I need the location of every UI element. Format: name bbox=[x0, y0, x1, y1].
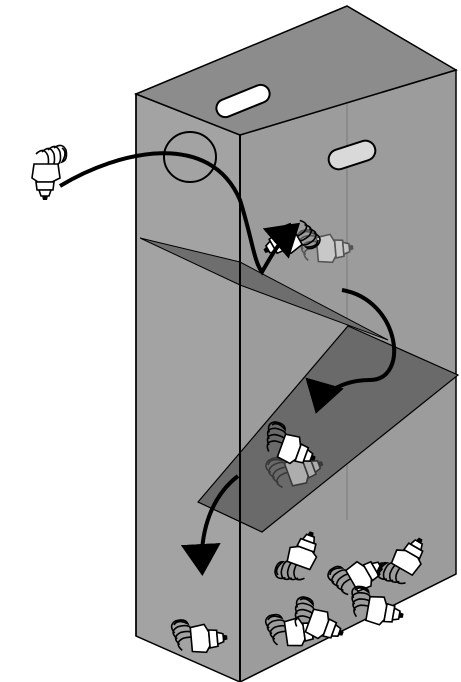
bulb-to-insert bbox=[32, 145, 67, 200]
cfl-bulb-icon bbox=[32, 145, 67, 200]
